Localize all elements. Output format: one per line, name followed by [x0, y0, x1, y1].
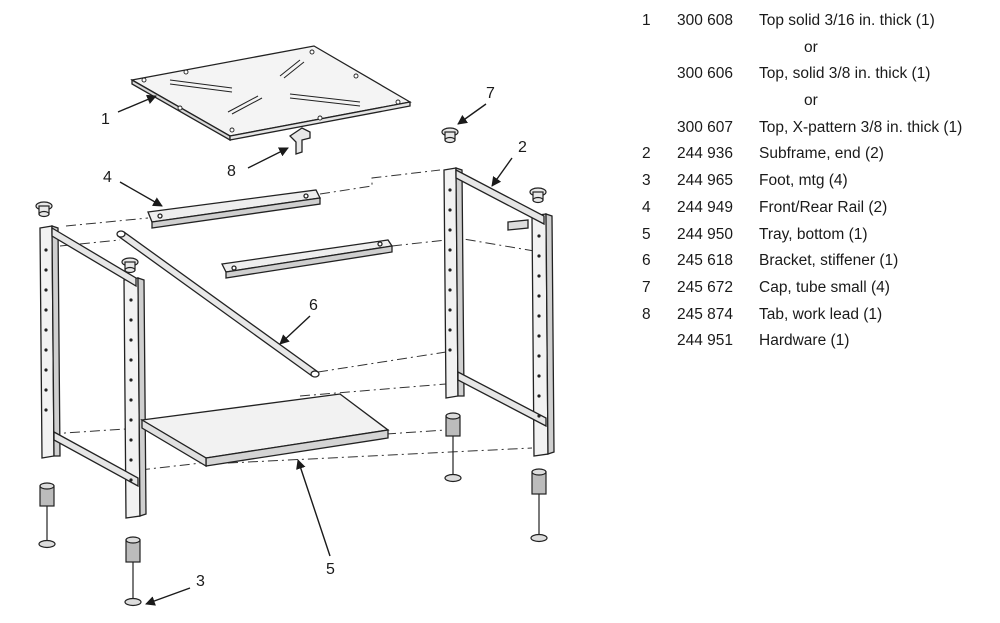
part-description: Bracket, stiffener (1) — [759, 252, 899, 270]
callout-7: 7 — [486, 85, 495, 102]
parts-or-row: or — [636, 88, 996, 115]
part-number: 244 949 — [677, 198, 734, 216]
diagram-svg: 1 2 3 4 5 6 7 8 — [35, 45, 555, 607]
tube-caps — [35, 127, 547, 274]
callout-5: 5 — [326, 561, 335, 578]
parts-row: 7 245 672 Cap, tube small (4) — [636, 275, 996, 302]
parts-row: 6 245 618 Bracket, stiffener (1) — [636, 248, 996, 275]
item-index: 8 — [642, 305, 651, 323]
part-description: Top solid 3/16 in. thick (1) — [759, 12, 935, 29]
parts-row: 300 607 Top, X-pattern 3/8 in. thick (1) — [636, 115, 996, 142]
part-description: Top, X-pattern 3/8 in. thick (1) — [759, 118, 963, 136]
callout-6: 6 — [309, 297, 318, 314]
part-description: Cap, tube small (4) — [759, 278, 890, 296]
or-separator: or — [804, 38, 818, 56]
part-description: Hardware (1) — [759, 332, 850, 350]
part-description: Foot, mtg (4) — [759, 172, 848, 190]
or-separator: or — [804, 92, 818, 110]
part-description: Front/Rear Rail (2) — [759, 198, 888, 216]
callout-3: 3 — [196, 573, 205, 590]
leader-arrows — [117, 94, 513, 606]
item-index: 5 — [642, 225, 651, 243]
part-number: 244 965 — [677, 172, 734, 190]
stiffener-bracket — [116, 230, 320, 378]
parts-list: 1 300 608 Top solid 3/16 in. thick (1) o… — [636, 8, 996, 355]
parts-row: 4 244 949 Front/Rear Rail (2) — [636, 195, 996, 222]
part-number: 300 607 — [677, 118, 734, 136]
part-number: 245 618 — [677, 252, 734, 270]
callout-8: 8 — [227, 163, 236, 180]
parts-row: 1 300 608 Top solid 3/16 in. thick (1) — [636, 8, 996, 35]
part-number: 300 606 — [677, 65, 734, 83]
parts-row: 3 244 965 Foot, mtg (4) — [636, 168, 996, 195]
callout-labels: 1 2 3 4 5 6 7 8 — [101, 85, 527, 590]
right-subframe — [443, 167, 555, 457]
part-description: Top, solid 3/8 in. thick (1) — [759, 65, 931, 83]
part-number: 245 672 — [677, 278, 734, 296]
part-description: Tab, work lead (1) — [759, 305, 883, 323]
parts-or-row: or — [636, 35, 996, 62]
item-index: 3 — [642, 172, 651, 190]
part-number: 244 936 — [677, 145, 734, 163]
left-subframe — [39, 225, 147, 519]
bottom-tray — [140, 393, 390, 468]
item-index: 6 — [642, 252, 651, 270]
work-lead-tab — [288, 127, 311, 155]
part-number: 244 950 — [677, 225, 734, 243]
parts-row: 5 244 950 Tray, bottom (1) — [636, 222, 996, 249]
callout-4: 4 — [103, 169, 112, 186]
part-number: 244 951 — [677, 332, 734, 350]
parts-row: 2 244 936 Subframe, end (2) — [636, 141, 996, 168]
parts-row: 244 951 Hardware (1) — [636, 328, 996, 355]
item-index: 2 — [642, 145, 651, 163]
part-number: 300 608 — [677, 12, 734, 29]
item-index: 1 — [642, 12, 651, 29]
callout-2: 2 — [518, 139, 527, 156]
callout-1: 1 — [101, 111, 110, 128]
front-rail — [147, 189, 321, 229]
rear-rail — [221, 239, 394, 279]
parts-row: 300 606 Top, solid 3/8 in. thick (1) — [636, 61, 996, 88]
part-description: Subframe, end (2) — [759, 145, 884, 163]
table-top — [130, 45, 412, 142]
part-number: 245 874 — [677, 305, 734, 323]
item-index: 4 — [642, 198, 651, 216]
mounting-feet — [38, 412, 548, 607]
item-index: 7 — [642, 278, 651, 296]
parts-row: 8 245 874 Tab, work lead (1) — [636, 302, 996, 329]
part-description: Tray, bottom (1) — [759, 225, 868, 243]
exploded-assembly-diagram: 1 2 3 4 5 6 7 8 — [35, 45, 555, 607]
